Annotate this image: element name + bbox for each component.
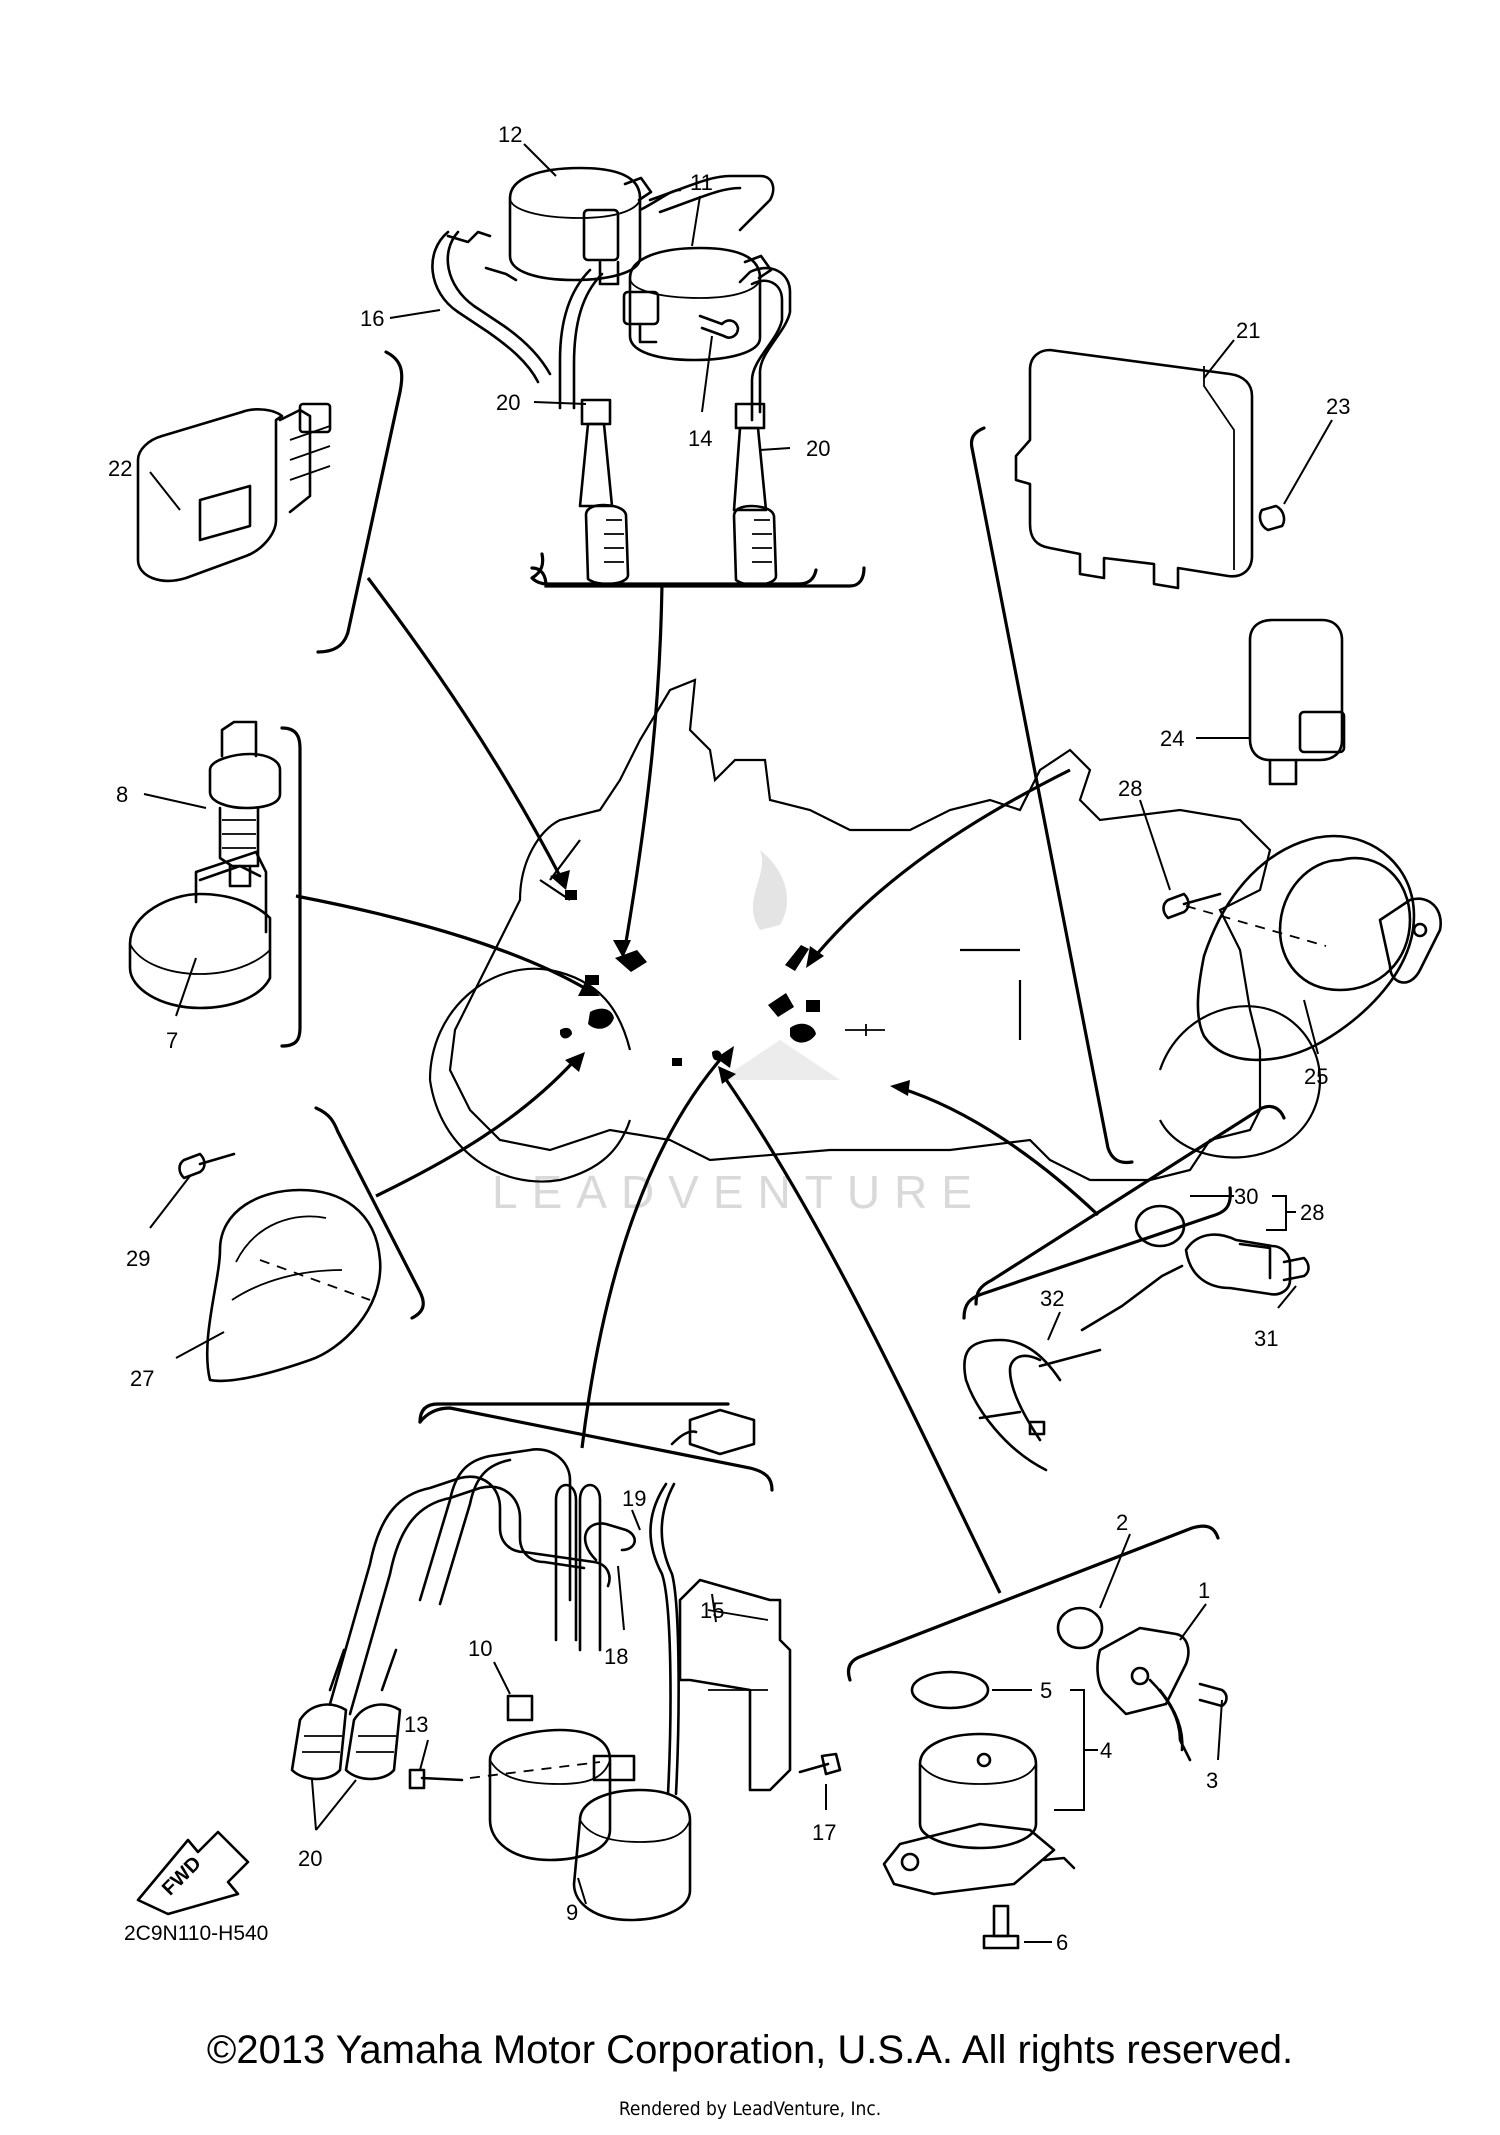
- callout-24: 22: [108, 456, 132, 481]
- callout-8: 8: [116, 782, 128, 807]
- callout-32: 32: [1040, 1286, 1064, 1311]
- sensors-7-8: [128, 720, 282, 1010]
- watermark-text: LEADVENTURE: [492, 1166, 986, 1218]
- relay-24: [136, 402, 332, 583]
- callout-6: 6: [1056, 1930, 1068, 1955]
- watermark: LEADVENTURE: [492, 850, 986, 1218]
- callout-4: 4: [1100, 1738, 1112, 1763]
- callout-30: 30: [1234, 1184, 1258, 1209]
- callout-5: 5: [1040, 1678, 1052, 1703]
- relay-23: [1248, 618, 1346, 786]
- callout-21: 21: [1236, 318, 1260, 343]
- callout-22: 23: [1326, 394, 1350, 419]
- callout-10: 10: [468, 1636, 492, 1661]
- callout-27: 28: [1118, 776, 1142, 801]
- leader-arrows: [295, 577, 1100, 1594]
- callout-18: 18: [604, 1644, 628, 1669]
- callout-16: 16: [360, 306, 384, 331]
- callout-29: 28: [1300, 1200, 1324, 1225]
- callout-2: 2: [1116, 1510, 1128, 1535]
- callout-11: 11: [690, 170, 713, 195]
- horn-25: [1162, 834, 1442, 1062]
- callouts: 12 11 16 20 14 20 22 21 23 24 28 25 8 7 …: [108, 122, 1350, 1955]
- callout-9: 9: [566, 1900, 578, 1925]
- callout-28: 29: [126, 1246, 150, 1271]
- callout-1: 1: [1198, 1578, 1210, 1603]
- callout-13: 13: [404, 1712, 428, 1737]
- ignition-coil-group-bottom: [290, 1408, 842, 1922]
- callout-25: 25: [1304, 1064, 1328, 1089]
- callout-17: 17: [812, 1820, 836, 1845]
- figure-code: 2C9N110-H540: [124, 1922, 268, 1945]
- rendered-by-notice: Rendered by LeadVenture, Inc.: [618, 2098, 882, 2120]
- copyright-notice: ©2013 Yamaha Motor Corporation, U.S.A. A…: [206, 2028, 1294, 2072]
- fwd-arrow: FWD: [136, 1830, 250, 1916]
- horn-26: [178, 1152, 382, 1383]
- ignition-coil-group-top: [431, 166, 818, 587]
- callout-12: 12: [498, 122, 522, 147]
- callout-26: 27: [130, 1366, 154, 1391]
- callout-20-top-left: 20: [496, 390, 520, 415]
- callout-23: 24: [1160, 726, 1184, 751]
- fwd-label: FWD: [158, 1852, 206, 1900]
- callout-14: 14: [688, 426, 712, 451]
- callout-31: 31: [1254, 1326, 1278, 1351]
- sensor-29-group: [963, 1204, 1310, 1472]
- callout-20-bottom: 20: [298, 1846, 322, 1871]
- callout-7: 7: [166, 1028, 178, 1053]
- fuel-pump-group: [882, 1606, 1228, 1950]
- callout-19: 19: [622, 1486, 646, 1511]
- callout-20-top-right: 20: [806, 436, 830, 461]
- group-brackets: [280, 350, 1286, 1682]
- callout-3: 3: [1206, 1768, 1218, 1793]
- motorcycle-outline: [428, 678, 1321, 1183]
- callout-15: 15: [700, 1598, 724, 1623]
- ecu-21: [1014, 348, 1286, 590]
